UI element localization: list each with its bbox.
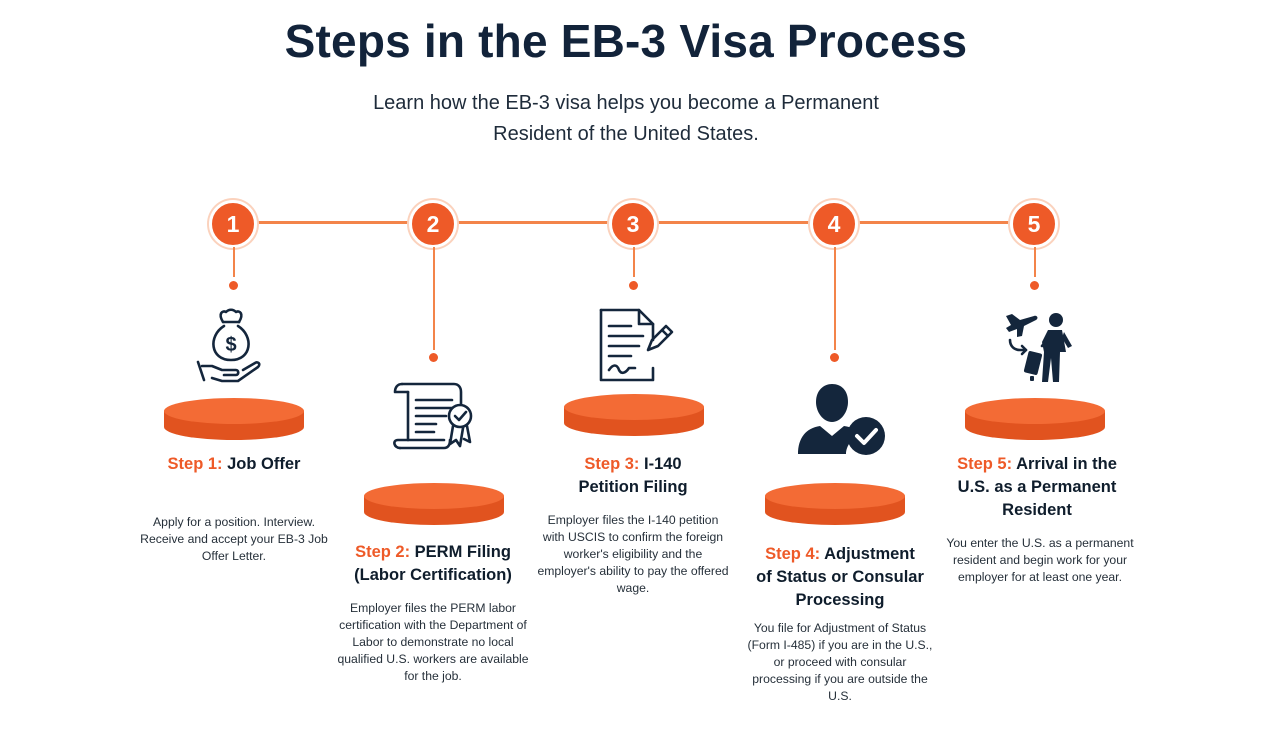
step-3-title-a: I-140 (644, 455, 682, 473)
step-5-prefix: Step 5: (957, 455, 1013, 473)
step-2-title-b: (Labor Certification) (354, 566, 512, 584)
step-1-prefix: Step 1: (167, 455, 223, 473)
step-3-prefix: Step 3: (584, 455, 640, 473)
document-signing-icon (599, 308, 674, 382)
step-4-title-a: Adjustment (824, 545, 915, 563)
step-5-title: Step 5: Arrival in the U.S. as a Permane… (937, 453, 1137, 522)
step-2-prefix: Step 2: (355, 543, 411, 561)
step-5-badge: 5 (1010, 200, 1058, 248)
step-4-stem (834, 247, 836, 350)
svg-text:$: $ (225, 334, 236, 356)
step-5-stem (1034, 247, 1036, 277)
step-3-stem (633, 247, 635, 277)
step-4-title: Step 4: Adjustment of Status or Consular… (735, 543, 945, 612)
step-1-badge: 1 (209, 200, 257, 248)
step-2-stem (433, 247, 435, 350)
step-3-pedestal (564, 394, 704, 436)
step-4-prefix: Step 4: (765, 545, 821, 563)
traveler-airplane-icon (1006, 313, 1072, 382)
step-5-title-c: Resident (1002, 501, 1072, 519)
step-2-pedestal (364, 483, 504, 525)
person-checkmark-icon (798, 384, 885, 455)
step-3-description: Employer files the I-140 petition with U… (537, 513, 729, 595)
step-3-title-b: Petition Filing (578, 478, 688, 496)
step-5-dot (1030, 281, 1039, 290)
money-bag-hand-icon: $ (196, 308, 261, 383)
step-2-badge: 2 (409, 200, 457, 248)
page-subtitle: Learn how the EB-3 visa helps you become… (326, 88, 926, 150)
step-5-title-b: U.S. as a Permanent (957, 478, 1117, 496)
step-3-dot (629, 281, 638, 290)
step-2-description: Employer files the PERM labor certificat… (337, 601, 529, 683)
step-2-title: Step 2: PERM Filing (Labor Certification… (333, 541, 533, 587)
step-4-title-b: of Status or Consular (756, 568, 924, 586)
step-4-badge: 4 (810, 200, 858, 248)
step-2-dot (429, 353, 438, 362)
step-5-title-a: Arrival in the (1016, 455, 1117, 473)
step-1-description: Apply for a position. Interview. Receive… (140, 515, 328, 563)
step-1-pedestal (164, 398, 304, 440)
subtitle-line-2: Resident of the United States. (493, 123, 759, 145)
step-5-pedestal (965, 398, 1105, 440)
step-4-description: You file for Adjustment of Status (Form … (747, 621, 933, 703)
step-1-dot (229, 281, 238, 290)
step-1-title: Step 1: Job Offer (134, 453, 334, 476)
subtitle-line-1: Learn how the EB-3 visa helps you become… (373, 92, 879, 114)
step-5-description: You enter the U.S. as a permanent reside… (946, 536, 1134, 584)
certificate-scroll-icon (393, 382, 473, 450)
step-3-title: Step 3: I-140 Petition Filing (533, 453, 733, 499)
step-1-title-a: Job Offer (227, 455, 301, 473)
step-3-badge: 3 (609, 200, 657, 248)
step-4-pedestal (765, 483, 905, 525)
step-4-title-c: Processing (795, 591, 885, 609)
step-4-dot (830, 353, 839, 362)
step-1-stem (233, 247, 235, 277)
step-2-title-a: PERM Filing (414, 543, 511, 561)
page-title: Steps in the EB-3 Visa Process (284, 15, 968, 67)
